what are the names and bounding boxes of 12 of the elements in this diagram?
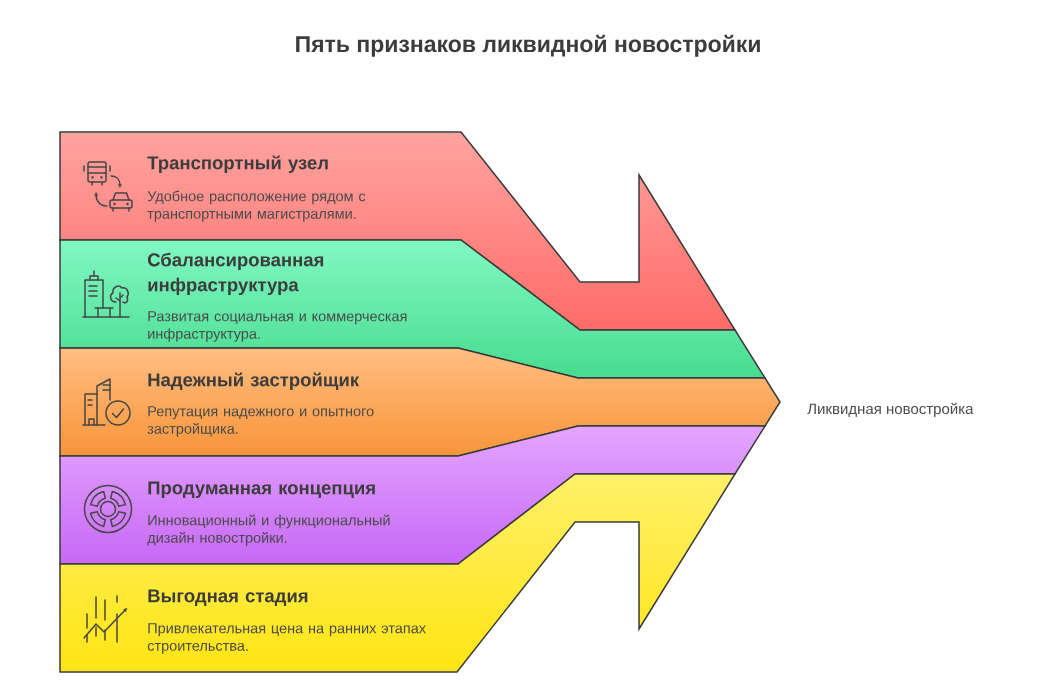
description: Удобное расположение рядом с транспортными магистралями. — [147, 190, 366, 222]
target-label: Ликвидная новостройка — [807, 402, 974, 418]
description: Развитая социальная и коммерческая инфраструктура. — [148, 311, 407, 342]
heading: Надежный застройщик — [148, 372, 360, 391]
heading: Транспортный узел — [147, 155, 328, 174]
title: Пять признаков ликвидной новостройки — [296, 34, 760, 57]
heading: Сбалансированная инфраструктура — [147, 252, 324, 296]
description: Репутация надежного и опытного застройщика. — [147, 406, 374, 437]
heading: Выгодная стадия — [148, 589, 308, 606]
description: Инновационный и функциональный дизайн новостройки. — [147, 514, 390, 546]
heading: Продуманная концепция — [148, 481, 375, 499]
description: Привлекательная цена на ранних этапах строительства. — [147, 623, 426, 654]
